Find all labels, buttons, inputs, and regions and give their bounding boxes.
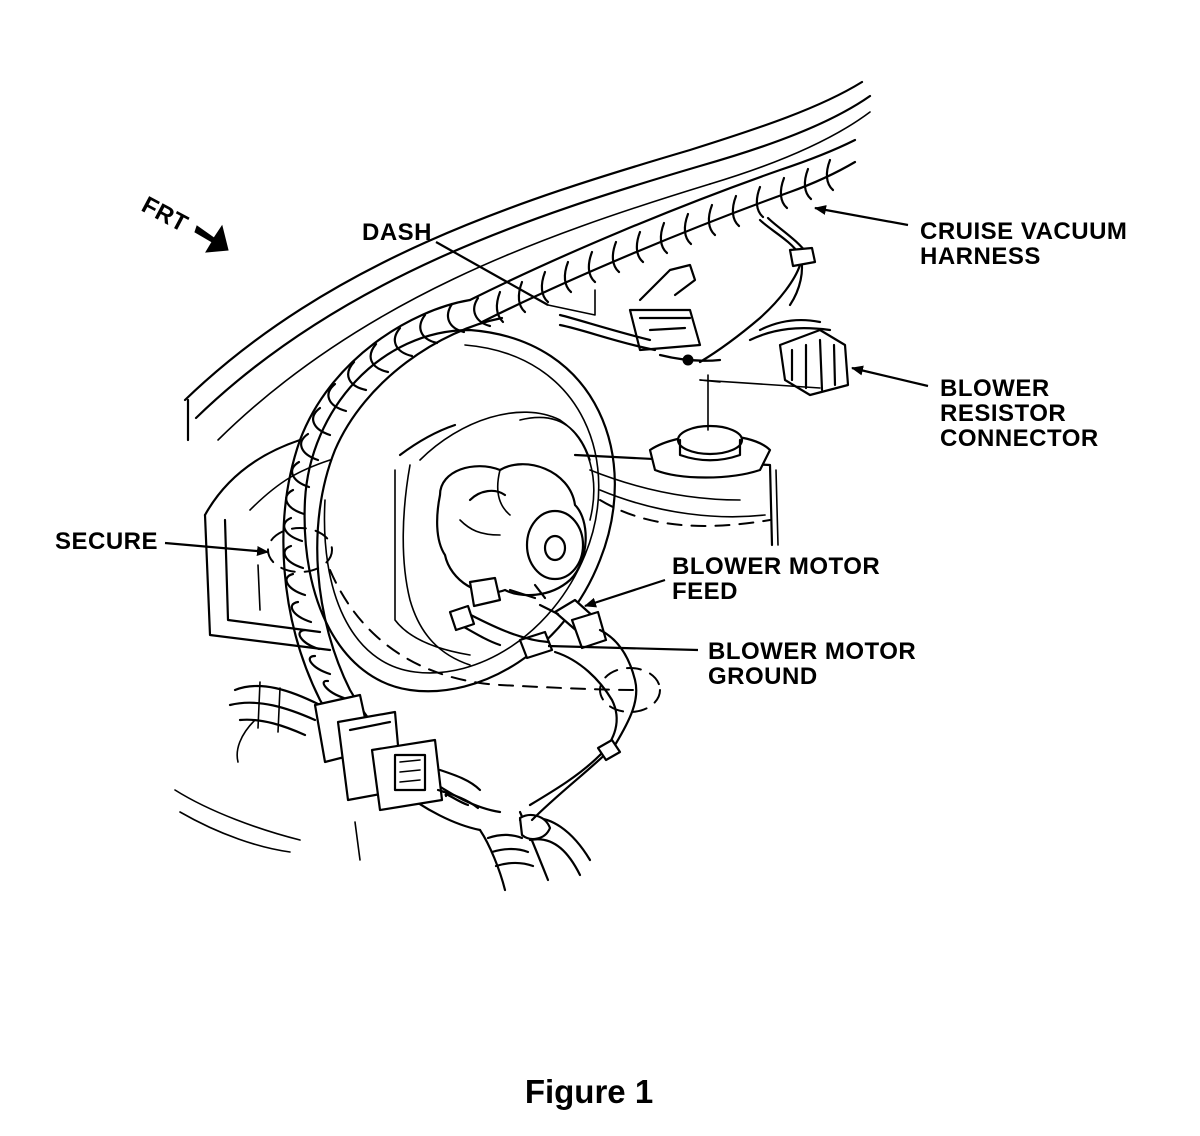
blower-motor-ground-label: BLOWER MOTOR [708, 638, 916, 665]
blower-housing [303, 328, 616, 693]
secure-label: SECURE [55, 528, 158, 555]
cruise-vacuum-harness [468, 138, 857, 364]
blower-resistor-connector-label: BLOWER [940, 375, 1050, 402]
frt-arrow-icon [194, 224, 229, 253]
dash-label: DASH [362, 219, 432, 246]
callout-labels: DASH CRUISE VACUUM HARNESS BLOWER RESIST… [55, 205, 1127, 690]
front-direction-indicator: FRT [137, 191, 229, 253]
dash-panel-outline [174, 80, 872, 861]
lower-harness-connectors [228, 681, 482, 812]
blower-motor-ground-leader [547, 644, 699, 652]
blower-resistor-assembly [558, 263, 850, 546]
blower-motor-wires [448, 583, 638, 822]
blower-motor-feed-label-line2: FEED [672, 578, 738, 605]
blower-motor-ground-label-line2: GROUND [708, 663, 818, 690]
cruise-vacuum-harness-label-line2: HARNESS [920, 243, 1041, 270]
blower-resistor-connector-arrow [851, 365, 929, 388]
harness-dashed-path [329, 569, 641, 691]
blower-resistor-connector-label-line2: RESISTOR [940, 400, 1066, 427]
blower-resistor-connector-label-line3: CONNECTOR [940, 425, 1099, 452]
secure-arrow [164, 541, 269, 557]
secure-location-marker [267, 527, 333, 573]
blower-motor-feed-label: BLOWER MOTOR [672, 553, 880, 580]
cruise-vacuum-harness-label: CRUISE VACUUM [920, 218, 1127, 245]
blower-motor-feed-arrow [584, 578, 666, 608]
figure-caption: Figure 1 [525, 1073, 653, 1110]
dash-leader-line [435, 241, 549, 306]
cruise-vacuum-harness-arrow [814, 205, 909, 227]
frt-label: FRT [137, 191, 192, 237]
